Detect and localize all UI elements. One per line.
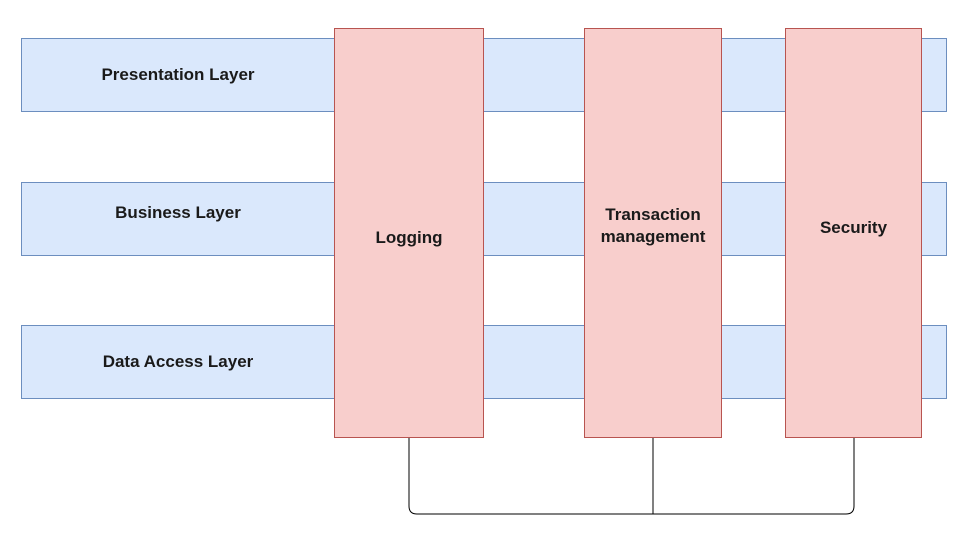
logging-label: Logging	[375, 228, 443, 247]
business-layer-label: Business Layer	[115, 203, 241, 222]
security-label: Security	[819, 218, 888, 237]
logging-concern: Logging	[334, 28, 484, 438]
transaction-management-label: Transaction management	[600, 204, 706, 246]
connector-path	[408, 438, 855, 515]
security-concern: Security	[785, 28, 922, 438]
presentation-layer-label: Presentation Layer	[101, 65, 255, 84]
data-access-layer-label: Data Access Layer	[102, 352, 254, 371]
transaction-management-concern: Transaction management	[584, 28, 722, 438]
